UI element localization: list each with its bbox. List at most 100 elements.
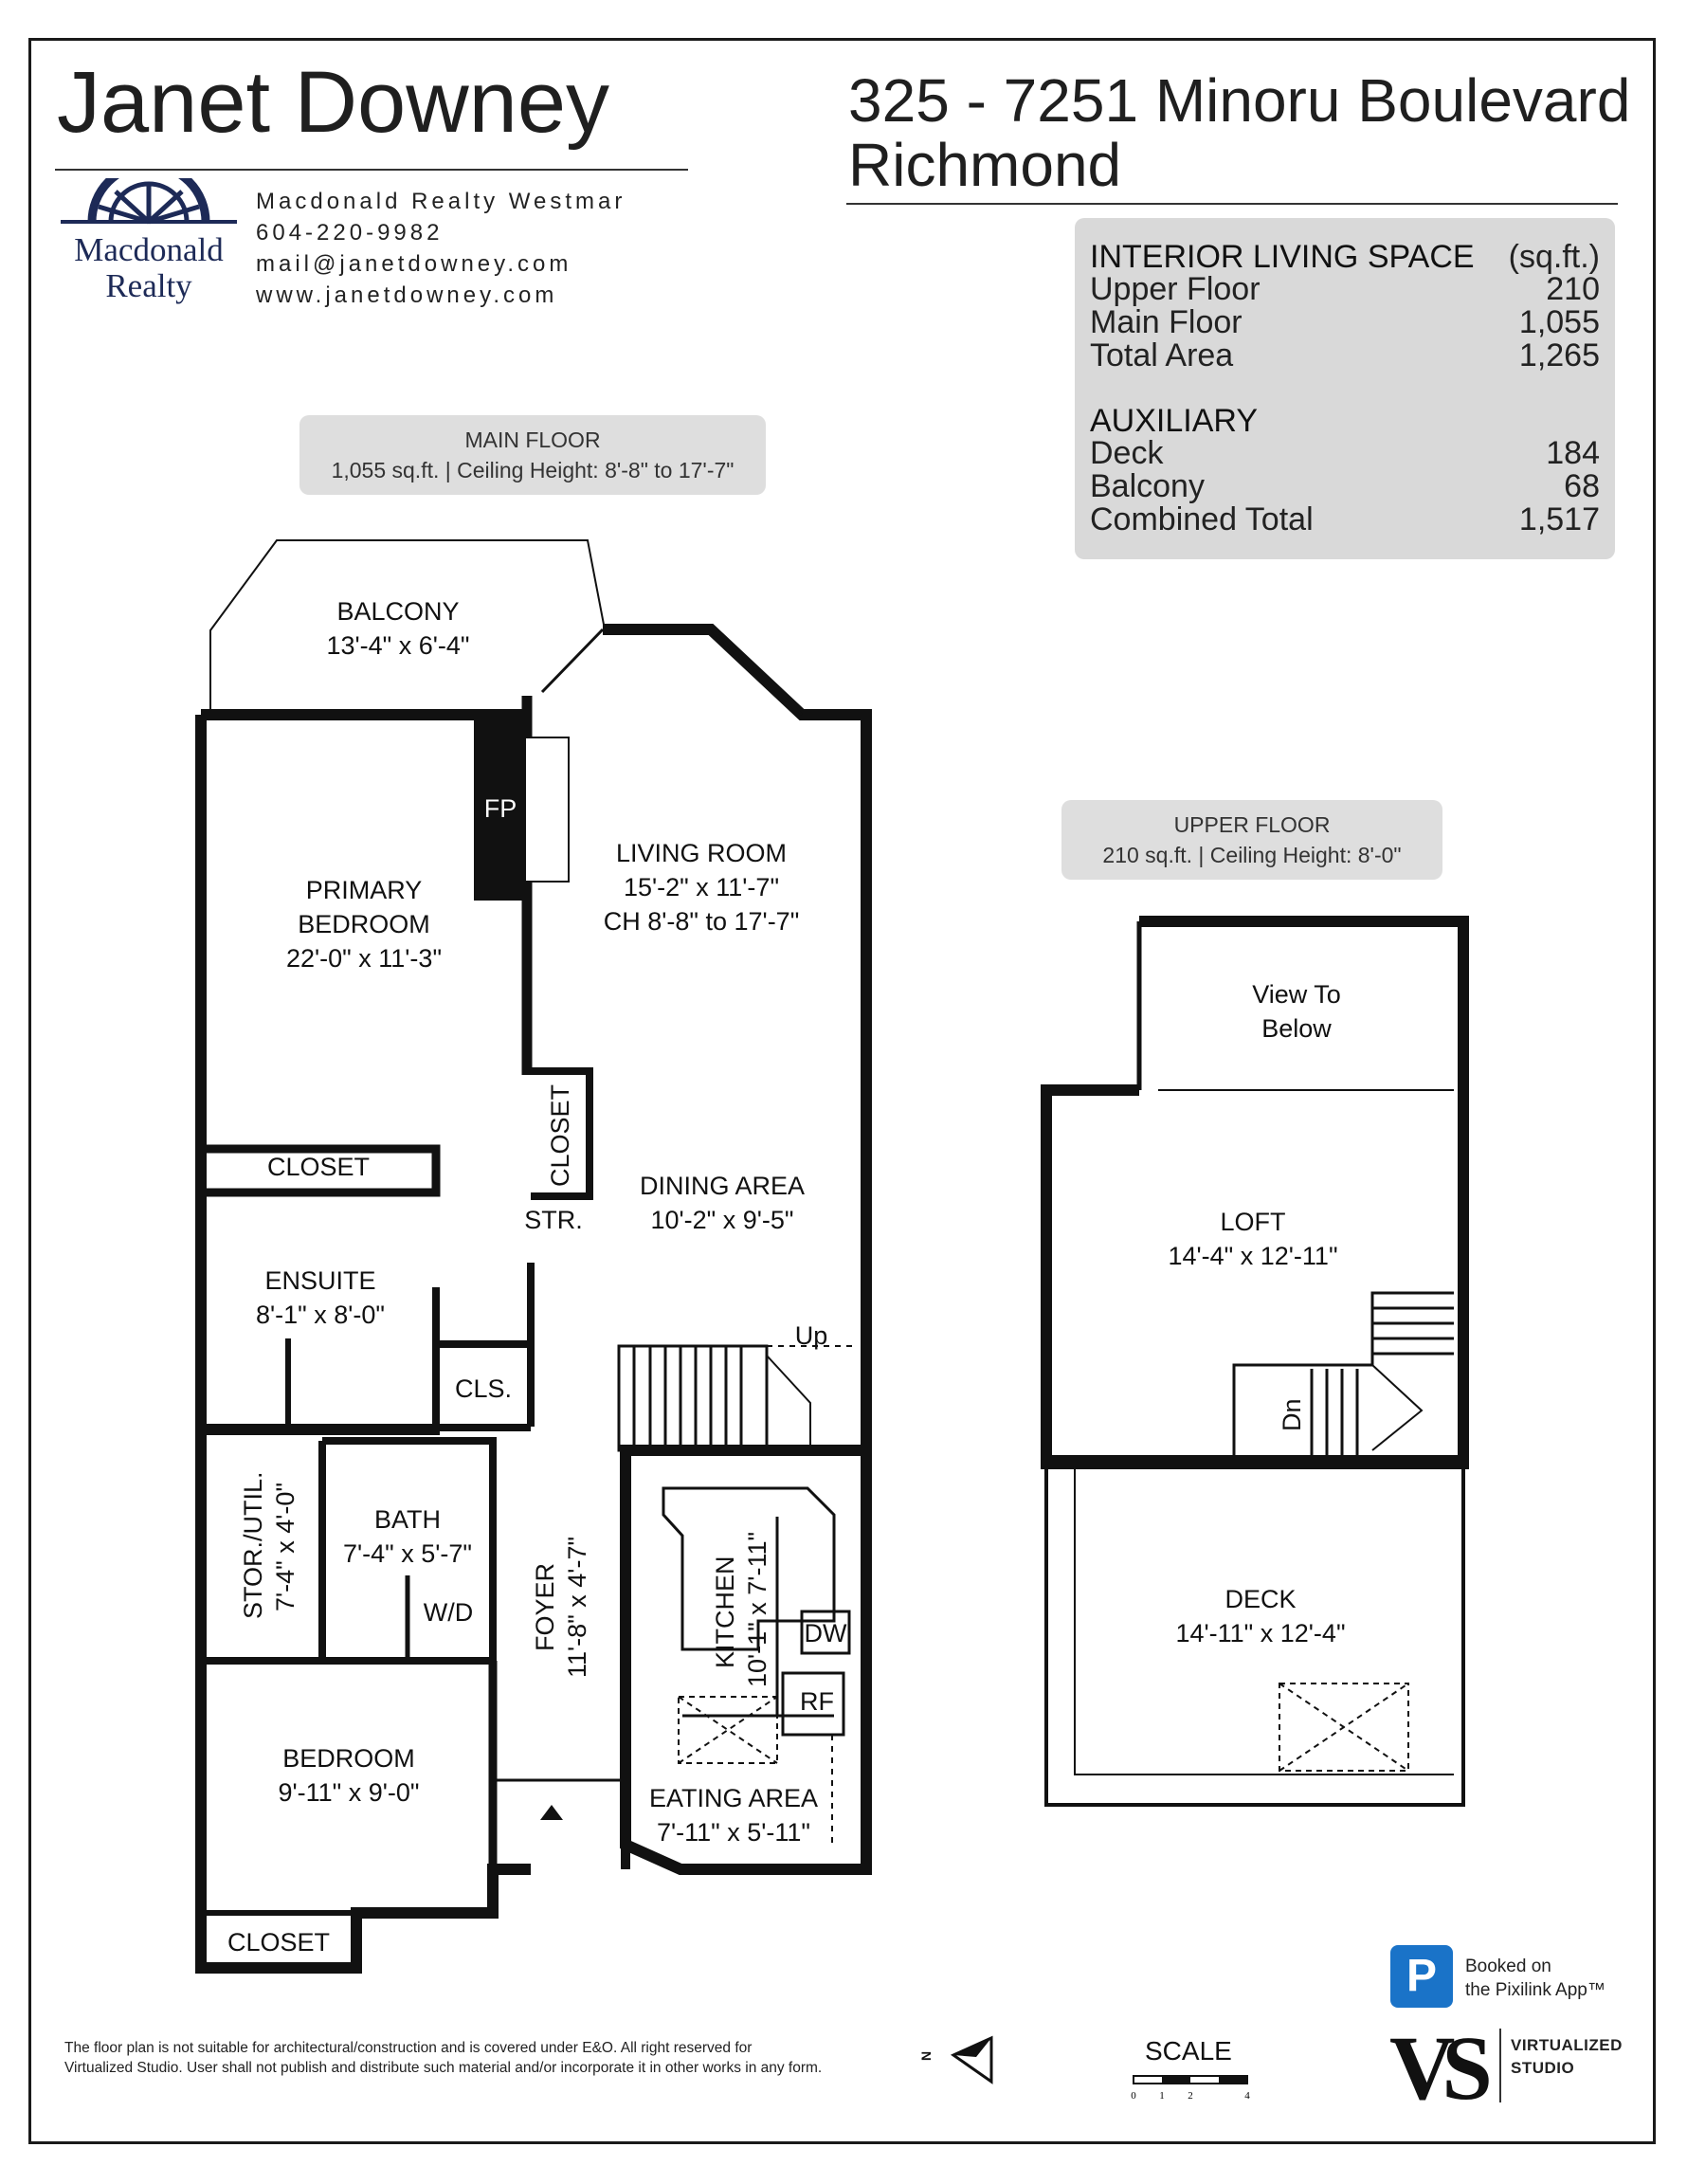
balcony-outline (209, 539, 606, 715)
vs-divider (1499, 2029, 1501, 2102)
kitchen-label: KITCHEN (711, 1556, 739, 1668)
area-label: Main Floor (1090, 304, 1243, 340)
disclaimer: The floor plan is not suitable for archi… (64, 2040, 823, 2076)
washer-dryer-label: W/D (424, 1598, 473, 1627)
skylight (1279, 1683, 1409, 1772)
agent-email: mail@janetdowney.com (256, 251, 572, 277)
address-line1: 325 - 7251 Minoru Boulevard (848, 66, 1631, 135)
stairs-up-label: Up (795, 1321, 828, 1350)
area-label: Upper Floor (1090, 271, 1261, 307)
deck-label: DECK (1224, 1585, 1296, 1613)
area-value: 1,265 (1518, 337, 1600, 373)
upper-stairs (1232, 1291, 1454, 1464)
upper-floor-label: UPPER FLOOR 210 sq.ft. | Ceiling Height:… (1061, 800, 1442, 880)
storage-label: STR. (524, 1206, 583, 1234)
dining-area-label: DINING AREA (640, 1172, 805, 1200)
logo-line1: Macdonald (74, 231, 224, 268)
stairs-down-label: Dn (1278, 1398, 1306, 1431)
auxiliary-heading-row: AUXILIARY (1090, 405, 1600, 437)
scale-title: SCALE (1145, 2036, 1232, 2066)
area-summary: INTERIOR LIVING SPACE (sq.ft.) Upper Flo… (1075, 218, 1615, 559)
scale-tick: 0 (1131, 2090, 1136, 2102)
scale-tick: 4 (1244, 2090, 1250, 2102)
vs-line1: VIRTUALIZED (1511, 2036, 1623, 2054)
property-address: 325 - 7251 Minoru Boulevard Richmond (848, 68, 1630, 197)
compass: N (918, 2035, 993, 2084)
primary-closet-label: CLOSET (267, 1153, 370, 1181)
area-value: 1,517 (1518, 501, 1600, 537)
area-row: Deck 184 (1090, 437, 1600, 469)
area-label: Total Area (1090, 337, 1234, 373)
dishwasher (800, 1610, 851, 1655)
area-row: Total Area 1,265 (1090, 339, 1600, 372)
area-row: Combined Total 1,517 (1090, 503, 1600, 536)
pixilink-text: Booked on the Pixilink App™ (1465, 1955, 1605, 2002)
interior-heading: INTERIOR LIVING SPACE (1090, 239, 1475, 275)
ensuite-dims: 8'-1" x 8'-0" (256, 1301, 385, 1329)
area-label: Deck (1090, 435, 1164, 471)
virtualized-studio-logo: VS (1389, 2017, 1493, 2119)
entry-arrow-icon (540, 1805, 563, 1820)
pixilink-icon: P (1390, 1945, 1453, 2008)
area-value: 210 (1546, 271, 1600, 307)
refrigerator (781, 1671, 845, 1737)
area-value: 68 (1564, 468, 1600, 504)
area-value: 1,055 (1518, 304, 1600, 340)
upper-floor-subtitle: 210 sq.ft. | Ceiling Height: 8'-0" (1102, 843, 1402, 867)
stor-util-label: STOR./UTIL. (239, 1471, 267, 1619)
area-label: Combined Total (1090, 501, 1314, 537)
living-room-dims: 15'-2" x 11'-7" (624, 873, 779, 901)
vs-line2: STUDIO (1511, 2059, 1575, 2077)
dishwasher-label: DW (805, 1619, 847, 1647)
vertical-closet-label: CLOSET (546, 1084, 574, 1187)
scale-tick: 2 (1188, 2090, 1193, 2102)
foyer-dims: 11'-8" x 4'-7" (563, 1537, 591, 1678)
pixilink-line2: the Pixilink App™ (1465, 1980, 1605, 2000)
header-rule-right (846, 203, 1618, 205)
agent-website: www.janetdowney.com (256, 282, 558, 308)
main-floor-subtitle: 1,055 sq.ft. | Ceiling Height: 8'-8" to … (331, 458, 735, 482)
dining-area-dims: 10'-2" x 9'-5" (650, 1206, 793, 1234)
living-room-label: LIVING ROOM (616, 839, 787, 867)
loft-label: LOFT (1220, 1208, 1285, 1236)
area-label: Balcony (1090, 468, 1205, 504)
agent-contact: Macdonald Realty Westmar 604-220-9982 ma… (256, 186, 626, 311)
pixilink-line1: Booked on (1465, 1956, 1551, 1976)
loft-dims: 14'-4" x 12'-11" (1168, 1242, 1337, 1270)
main-floor-label: MAIN FLOOR 1,055 sq.ft. | Ceiling Height… (299, 415, 766, 495)
auxiliary-heading: AUXILIARY (1090, 403, 1259, 439)
main-stairs (617, 1344, 853, 1452)
address-line2: Richmond (848, 131, 1122, 199)
bath-dims: 7'-4" x 5'-7" (343, 1539, 472, 1568)
area-row: Balcony 68 (1090, 470, 1600, 502)
area-row: Main Floor 1,055 (1090, 306, 1600, 338)
cls-label: CLS. (455, 1374, 512, 1403)
header-rule-left (55, 169, 688, 171)
brokerage-name: Macdonald Realty Westmar (256, 189, 626, 214)
foyer-label: FOYER (531, 1563, 559, 1651)
exterior-wall (603, 624, 872, 1875)
agent-phone: 604-220-9982 (256, 220, 444, 246)
bedroom-label: BEDROOM (282, 1744, 415, 1773)
eating-area-dims: 7'-11" x 5'-11" (657, 1818, 810, 1847)
primary-bedroom-label-1: PRIMARY (306, 876, 423, 904)
view-to-below-line2: Below (1261, 1014, 1332, 1043)
fireplace-label: FP (484, 794, 517, 823)
area-row: Upper Floor 210 (1090, 273, 1600, 305)
interior-heading-row: INTERIOR LIVING SPACE (sq.ft.) (1090, 241, 1600, 273)
kitchen-counter (662, 1486, 836, 1651)
bath-label: BATH (374, 1505, 441, 1534)
fireplace (474, 719, 525, 901)
main-floor-title: MAIN FLOOR (464, 428, 601, 452)
balcony-label: BALCONY (336, 597, 459, 626)
balcony-dims: 13'-4" x 6'-4" (326, 631, 469, 660)
ensuite-label: ENSUITE (264, 1266, 375, 1295)
eating-area-label: EATING AREA (649, 1784, 818, 1812)
scale-tick: 1 (1159, 2090, 1165, 2102)
primary-bedroom-label-2: BEDROOM (298, 910, 430, 938)
upper-floor-title: UPPER FLOOR (1173, 812, 1331, 837)
primary-bedroom-dims: 22'-0" x 11'-3" (286, 944, 442, 973)
bedroom-dims: 9'-11" x 9'-0" (278, 1778, 419, 1807)
compass-north-label: N (918, 2051, 934, 2061)
area-value: 184 (1546, 435, 1600, 471)
